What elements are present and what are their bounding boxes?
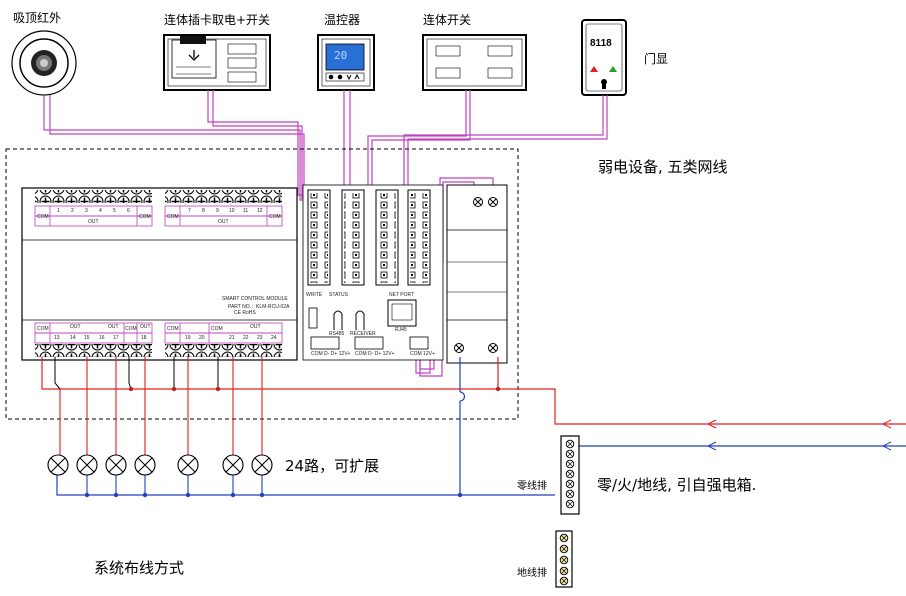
door-display-device (581, 19, 627, 96)
receiver-label: RECEIVER (350, 331, 376, 337)
label-power-source: 零/火/地线, 引自强电箱. (597, 476, 757, 494)
connector-1-label: COM D- D+ 12V+ (311, 351, 351, 357)
lamp-4 (134, 454, 156, 476)
out-label-bottom-left: OUT (70, 324, 81, 330)
power-wiring (41, 357, 906, 498)
write-label: WRITE (306, 292, 323, 298)
lamp-2 (76, 454, 98, 476)
neutral-bar (560, 435, 580, 515)
lamp-6 (222, 454, 244, 476)
connector-3-label: COM 12V+ (410, 351, 435, 357)
module-part-no: PART NO.：KLM-RCU-02A (228, 304, 290, 310)
com-label-top-mid: COM (139, 214, 151, 220)
terminal-number-16: 16 (99, 335, 105, 341)
out-label-bottom-right: OUT (250, 324, 261, 330)
terminal-number-8: 8 (202, 208, 205, 214)
lamp-3 (105, 454, 127, 476)
label-neutral-bar: 零线排 (517, 481, 547, 492)
combo-switch-panel (422, 34, 527, 91)
connector-2-label: COM D- D+ 12V+ (355, 351, 395, 357)
door-display-number: 8118 (590, 38, 612, 49)
lamp-7 (251, 454, 273, 476)
out-label-bottom-18: OUT (140, 324, 151, 330)
terminal-number-24: 24 (271, 335, 277, 341)
ground-bar (555, 530, 573, 588)
terminal-number-11: 11 (243, 208, 249, 214)
ceiling-ir-sensor (11, 30, 77, 96)
terminal-number-19: 19 (185, 335, 191, 341)
terminal-number-17: 17 (113, 335, 119, 341)
terminal-number-12: 12 (257, 208, 263, 214)
terminal-number-22: 22 (243, 335, 249, 341)
net-port-label: NET PORT (389, 292, 415, 298)
label-circuits: 24路，可扩展 (285, 457, 380, 475)
terminal-number-1: 1 (57, 208, 60, 214)
com-label-top-left: COM (37, 214, 49, 220)
out-label-bottom-mid: OUT (108, 324, 119, 330)
label-door-display: 门显 (644, 52, 669, 66)
label-thermostat: 温控器 (324, 13, 361, 27)
terminal-number-4: 4 (99, 208, 102, 214)
terminal-number-3: 3 (85, 208, 88, 214)
status-label: STATUS (329, 292, 348, 298)
module-name: SMART CONTROL MODULE (222, 296, 288, 302)
control-module (21, 184, 508, 364)
card-switch-panel (163, 34, 271, 91)
thermostat-display-value: 20 (334, 49, 348, 62)
terminal-number-5: 5 (113, 208, 116, 214)
rs485-label: RS485 (329, 331, 345, 337)
terminal-number-23: 23 (257, 335, 263, 341)
terminal-number-13: 13 (54, 335, 60, 341)
terminal-number-2: 2 (71, 208, 74, 214)
lamp-1 (47, 454, 69, 476)
com-label-bottom-mid: COM (125, 326, 137, 332)
label-ceiling-ir: 吸顶红外 (13, 11, 62, 25)
terminal-number-15: 15 (84, 335, 90, 341)
terminal-number-7: 7 (188, 208, 191, 214)
terminal-number-20: 20 (199, 335, 205, 341)
lamps (47, 454, 273, 476)
label-weak-current: 弱电设备, 五类网线 (598, 158, 728, 176)
terminal-number-6: 6 (127, 208, 130, 214)
com-label-bottom-left: COM (37, 326, 49, 332)
label-wiring-method: 系统布线方式 (94, 559, 185, 577)
label-card-switch: 连体插卡取电+开关 (164, 13, 271, 27)
label-ground-bar: 地线排 (517, 568, 547, 579)
com-label-top-right-b: COM (269, 214, 281, 220)
module-cert: CE RoHS (234, 310, 256, 316)
com-label-bottom-right-a: COM (167, 326, 179, 332)
rj45-label: RJ45 (395, 327, 407, 333)
out-label-top-left: OUT (88, 219, 99, 225)
terminal-number-21: 21 (229, 335, 235, 341)
label-combo-switch: 连体开关 (423, 13, 472, 27)
thermostat-device (317, 34, 375, 91)
out-label-top-right: OUT (218, 219, 229, 225)
terminal-number-10: 10 (229, 208, 235, 214)
com-label-bottom-right-b: COM (211, 326, 223, 332)
terminal-number-9: 9 (216, 208, 219, 214)
terminal-number-18: 18 (141, 335, 147, 341)
com-label-top-right-a: COM (167, 214, 179, 220)
lamp-5 (177, 454, 199, 476)
terminal-number-14: 14 (70, 335, 76, 341)
